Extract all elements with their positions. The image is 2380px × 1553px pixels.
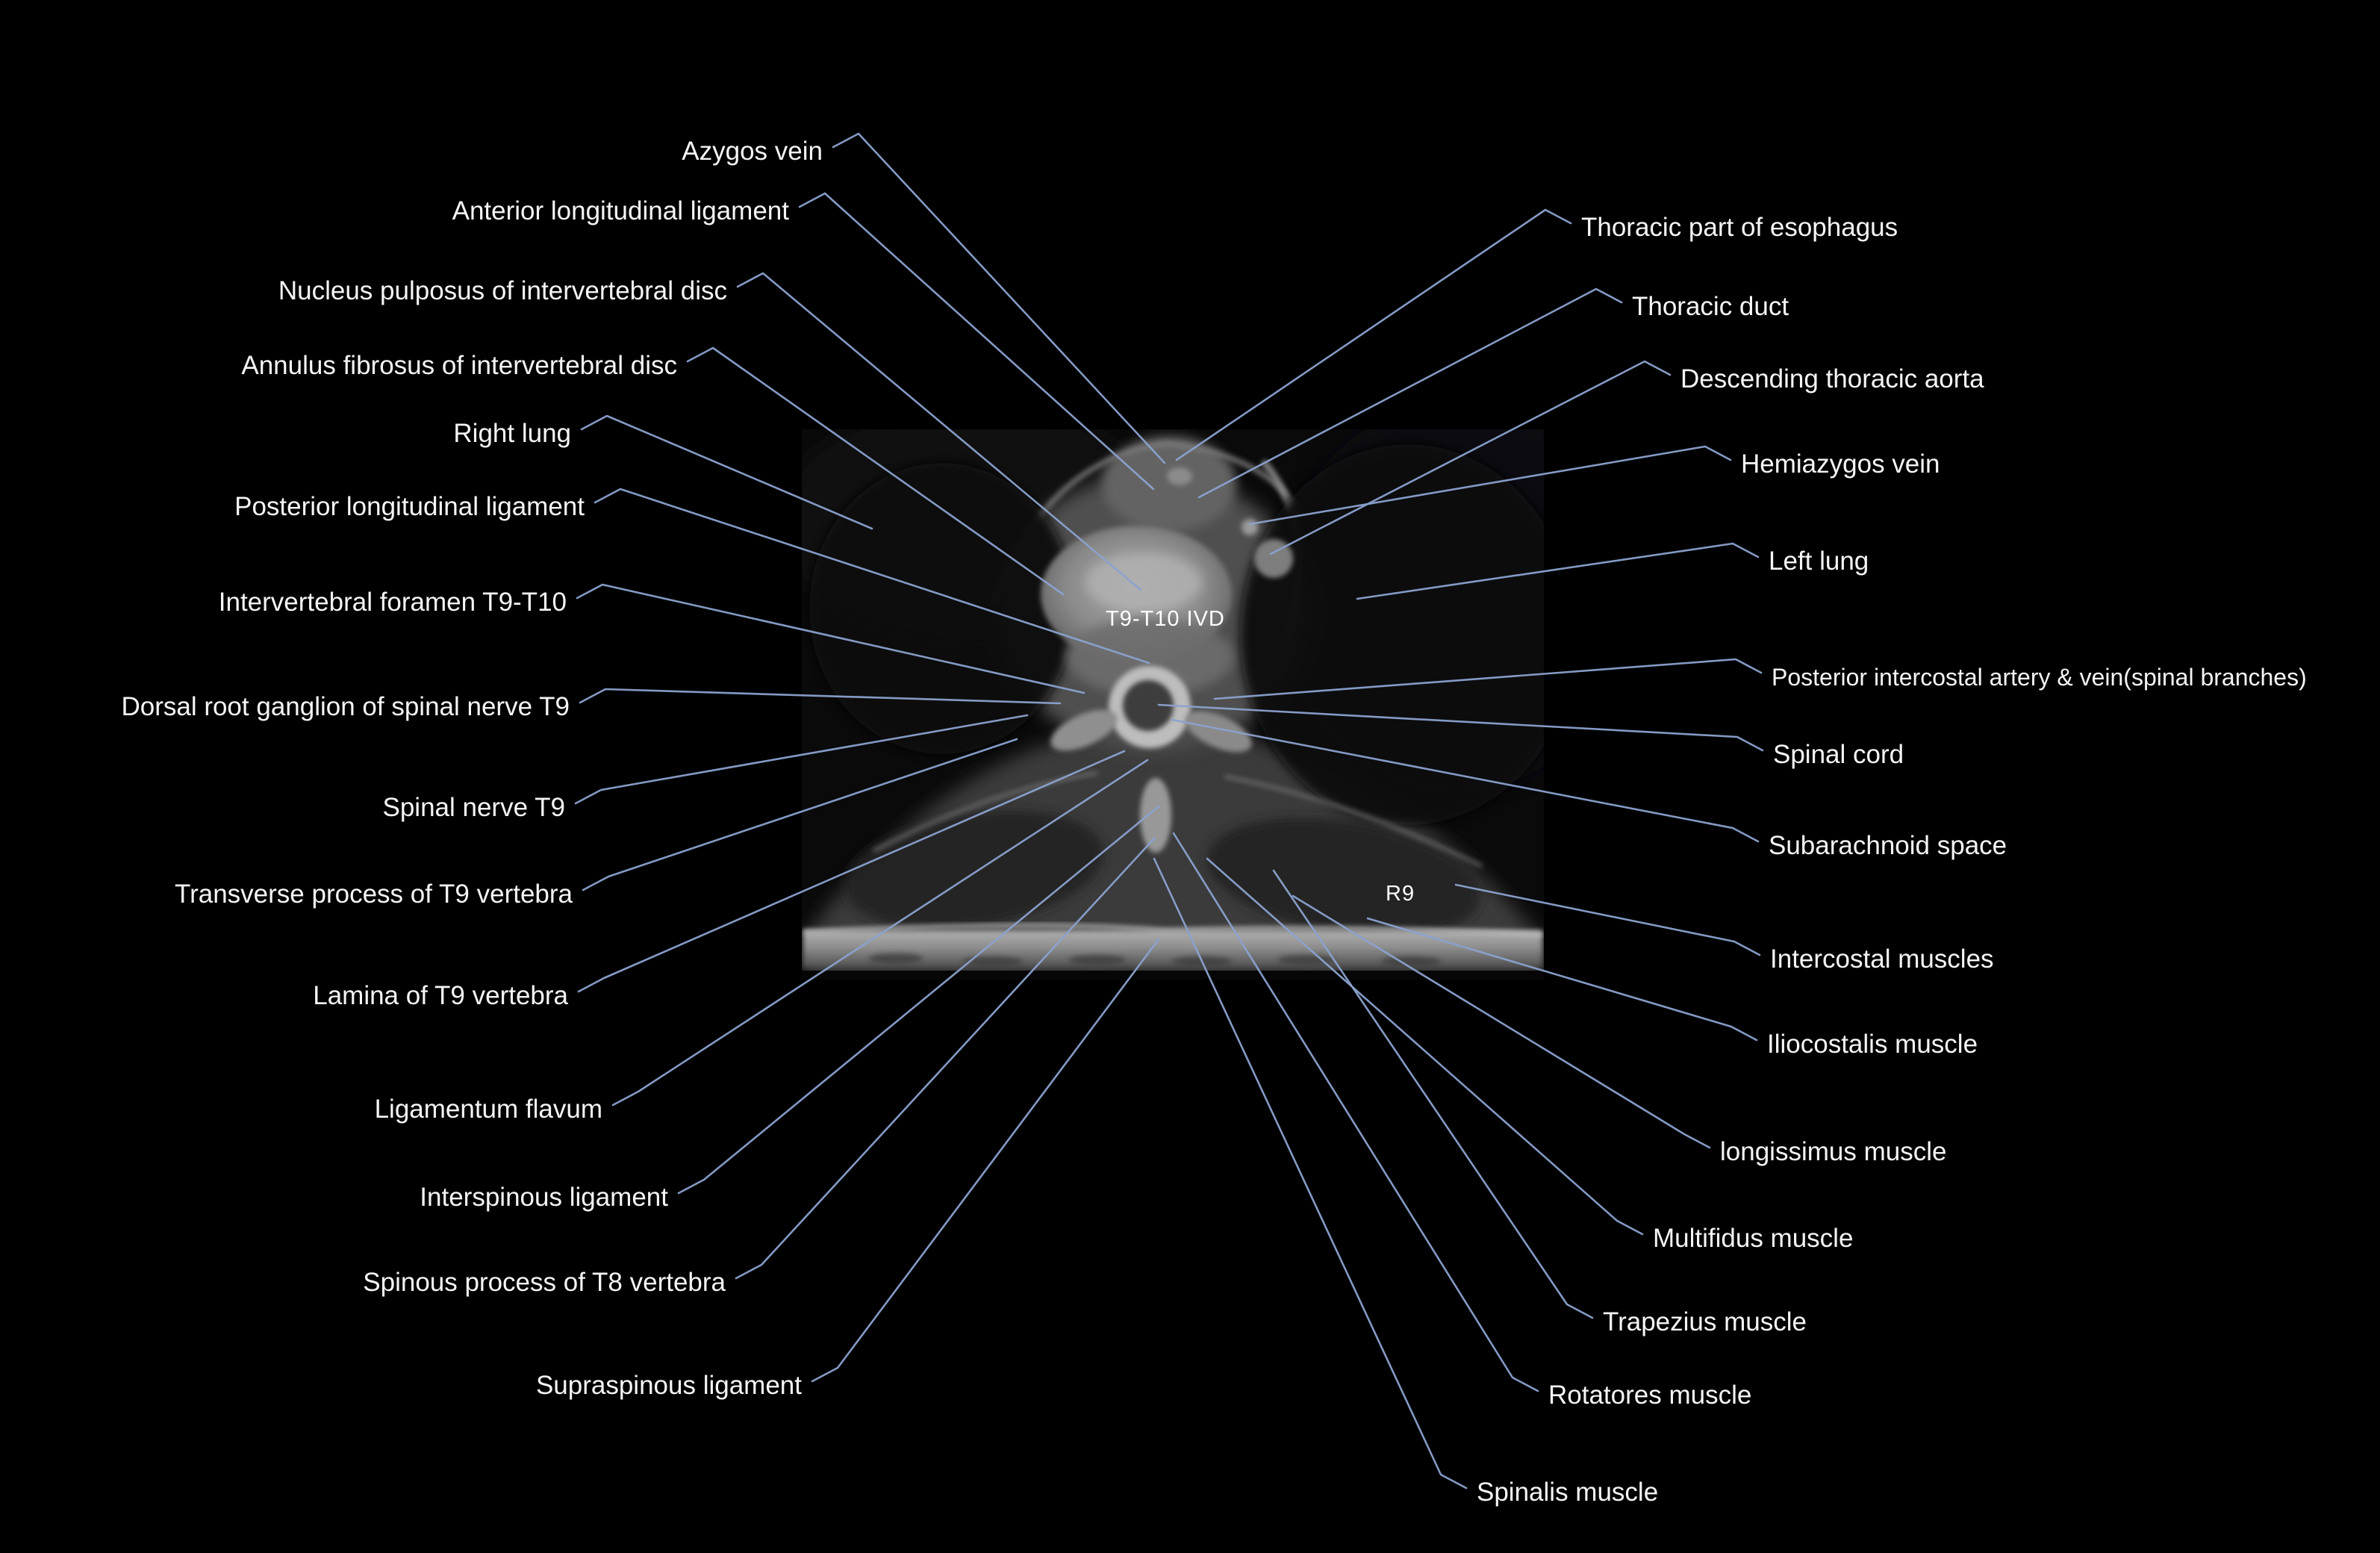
leader-line-thoracic-part-of-esophagus [1175,208,1572,461]
anatomy-label-left-lung: Left lung [1769,547,1869,576]
leader-line-iliocostalis-muscle [1366,917,1758,1042]
anatomy-label-annulus-fibrosus-of-intervertebral-disc: Annulus fibrosus of intervertebral disc [241,351,677,380]
leader-line-spinalis-muscle [1153,857,1468,1490]
leader-line-posterior-longitudinal-ligament [594,488,1150,665]
anterior-mediastinum [1102,436,1236,532]
leader-line-azygos-vein [832,132,1166,464]
leader-line-spinal-nerve-t9 [574,714,1029,805]
leader-line-longissimus-muscle [1292,894,1711,1149]
leader-line-multifidus-muscle [1206,857,1644,1236]
vertebral-body-margin [1066,618,1233,696]
fat-band-top-edge [803,923,1543,937]
fat-plane-left [872,771,1098,853]
mri-image [802,429,1544,980]
anatomy-label-nucleus-pulposus-of-intervertebral-disc: Nucleus pulposus of intervertebral disc [278,276,727,305]
leader-line-transverse-process-of-t9-vertebra [582,738,1018,891]
leader-line-supraspinous-ligament [811,938,1160,1383]
anatomy-label-lamina-of-t9-vertebra: Lamina of T9 vertebra [313,981,568,1010]
descending-aorta [1254,539,1293,578]
leader-line-left-lung [1356,542,1760,600]
anatomy-label-subarachnoid-space: Subarachnoid space [1769,831,2007,860]
anatomy-label-thoracic-duct: Thoracic duct [1632,292,1789,321]
anatomy-label-spinous-process-of-t8-vertebra: Spinous process of T8 vertebra [363,1268,726,1297]
anatomy-label-intervertebral-foramen-t9-t10: Intervertebral foramen T9-T10 [218,588,567,617]
scan-bottom-cut [802,971,1544,980]
anatomy-label-posterior-longitudinal-ligament: Posterior longitudinal ligament [234,492,585,521]
transverse-process-right [1185,711,1252,753]
left-lung-field [1240,444,1544,825]
right-lung-field [809,463,1075,754]
anatomy-label-spinalis-muscle: Spinalis muscle [1477,1478,1659,1507]
disc-level-marker: T9-T10 IVD [1106,607,1225,631]
anatomy-label-ligamentum-flavum: Ligamentum flavum [374,1095,602,1124]
leader-line-descending-thoracic-aorta [1269,360,1672,555]
anatomy-label-thoracic-part-of-esophagus: Thoracic part of esophagus [1581,213,1898,242]
fat-plane-right [1224,774,1483,868]
leader-line-lamina-of-t9-vertebra [577,750,1126,993]
anatomy-label-longissimus-muscle: longissimus muscle [1720,1137,1947,1166]
spinal-cord-circle [1123,680,1174,731]
anatomy-label-rotatores-muscle: Rotatores muscle [1548,1381,1752,1410]
anatomy-label-hemiazygos-vein: Hemiazygos vein [1741,449,1940,479]
leader-lines [574,132,1764,1490]
leader-line-interspinous-ligament [677,805,1160,1195]
leader-line-hemiazygos-vein [1248,445,1732,526]
paraspinal-muscle-right [1206,818,1481,937]
transverse-process-left [1050,709,1118,751]
anatomy-label-anterior-longitudinal-ligament: Anterior longitudinal ligament [452,196,789,225]
anatomy-label-azygos-vein: Azygos vein [682,137,823,166]
leader-line-intercostal-muscles [1454,883,1761,956]
leader-line-ligamentum-flavum [611,759,1149,1107]
leader-line-spinal-cord [1157,703,1764,752]
leader-line-subarachnoid-space [1171,718,1760,843]
anatomy-label-trapezius-muscle: Trapezius muscle [1603,1307,1807,1336]
leader-line-thoracic-duct [1197,287,1623,499]
anatomy-label-posterior-intercostal-artery-vein-spinal-branches: Posterior intercostal artery & vein(spin… [1772,664,2307,691]
leader-line-intervertebral-foramen-t9-t10 [576,583,1085,694]
anatomy-label-interspinous-ligament: Interspinous ligament [420,1183,668,1212]
anatomy-label-spinal-nerve-t9: Spinal nerve T9 [382,793,565,822]
disc-nucleus [1085,553,1202,612]
leader-line-trapezius-muscle [1272,869,1594,1319]
anatomy-label-transverse-process-of-t9-vertebra: Transverse process of T9 vertebra [175,880,573,909]
leader-line-dorsal-root-ganglion-of-spinal-nerve-t9 [579,688,1062,705]
rib-number-marker: R9 [1386,882,1415,906]
leader-line-rotatores-muscle [1172,832,1539,1392]
leader-line-nucleus-pulposus-of-intervertebral-disc [736,272,1142,591]
leader-line-spinous-process-of-t8-vertebra [735,836,1156,1280]
esophagus-dot [1167,467,1192,485]
anatomy-label-spinal-cord: Spinal cord [1773,740,1904,769]
anatomy-label-supraspinous-ligament: Supraspinous ligament [535,1371,802,1400]
paraspinal-muscle-left [844,811,1104,929]
hemiazygos-vein-dot [1242,519,1258,535]
anatomy-label-dorsal-root-ganglion-of-spinal-nerve-t9: Dorsal root ganglion of spinal nerve T9 [121,692,570,721]
leader-line-annulus-fibrosus-of-intervertebral-disc [686,346,1065,596]
leader-line-anterior-longitudinal-ligament [798,192,1155,491]
anatomy-label-iliocostalis-muscle: Iliocostalis muscle [1767,1030,1978,1059]
leader-line-posterior-intercostal-artery-vein-spinal-branches [1213,658,1763,700]
anatomy-label-intercostal-muscles: Intercostal muscles [1770,944,1994,974]
leader-line-right-lung [580,414,873,530]
anatomy-label-right-lung: Right lung [453,419,571,448]
anatomy-label-descending-thoracic-aorta: Descending thoracic aorta [1680,364,1984,393]
anatomy-label-multifidus-muscle: Multifidus muscle [1653,1224,1854,1253]
